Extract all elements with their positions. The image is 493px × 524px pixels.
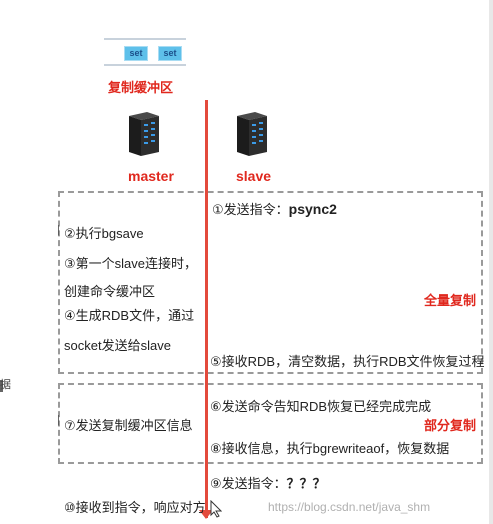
- buffer-chip-1: set: [124, 46, 148, 61]
- buffer-title: 复制缓冲区: [108, 80, 174, 95]
- slave-server-icon: [235, 110, 269, 163]
- step-9-command: ？？？: [286, 476, 326, 491]
- step-8: ⑧接收信息，执行bgrewriteaof，恢复数据: [210, 441, 450, 456]
- tick-mark: |: [57, 414, 60, 426]
- full-sync-box: [58, 191, 483, 374]
- step-9-label: ⑨发送指令：: [210, 476, 287, 491]
- step-4-line-1: ④生成RDB文件，通过: [64, 308, 195, 323]
- step-6: ⑥发送命令告知RDB恢复已经完成完成: [210, 399, 432, 414]
- mouse-cursor-icon: [210, 499, 223, 523]
- slave-label: slave: [236, 168, 272, 184]
- replication-buffer: set set: [104, 38, 186, 66]
- step-1: ①发送指令：psync2: [212, 199, 337, 218]
- watermark: https://blog.csdn.net/java_shm: [268, 500, 431, 514]
- left-edge-text: 据: [0, 379, 11, 391]
- step-3-line-2: 创建命令缓冲区: [64, 284, 156, 299]
- step-4-line-2: socket发送给slave: [64, 338, 171, 353]
- timeline-divider: [205, 100, 208, 518]
- step-7: ⑦发送复制缓冲区信息: [64, 418, 193, 433]
- timeline-arrow-icon: [199, 510, 213, 519]
- partial-sync-box: [58, 383, 483, 464]
- master-label: master: [128, 168, 174, 184]
- buffer-chip-2: set: [158, 46, 182, 61]
- step-2: ②执行bgsave: [64, 226, 144, 241]
- tick-mark: |: [57, 224, 60, 236]
- step-1-label: ①发送指令：: [212, 202, 289, 217]
- step-10: ⑩接收到指令，响应对方: [64, 500, 206, 515]
- buffer-bottom-line: [104, 64, 186, 66]
- master-server-icon: [127, 110, 161, 163]
- right-edge-strip: [489, 0, 493, 524]
- buffer-top-line: [104, 38, 186, 40]
- step-5: ⑤接收RDB，清空数据，执行RDB文件恢复过程: [210, 354, 485, 369]
- left-edge-mark: [0, 380, 3, 392]
- step-1-command: psync2: [288, 201, 337, 217]
- full-sync-label: 全量复制: [424, 293, 477, 308]
- partial-sync-label: 部分复制: [424, 418, 477, 433]
- step-3-line-1: ③第一个slave连接时，: [64, 256, 198, 271]
- step-9: ⑨发送指令：？？？: [210, 473, 326, 492]
